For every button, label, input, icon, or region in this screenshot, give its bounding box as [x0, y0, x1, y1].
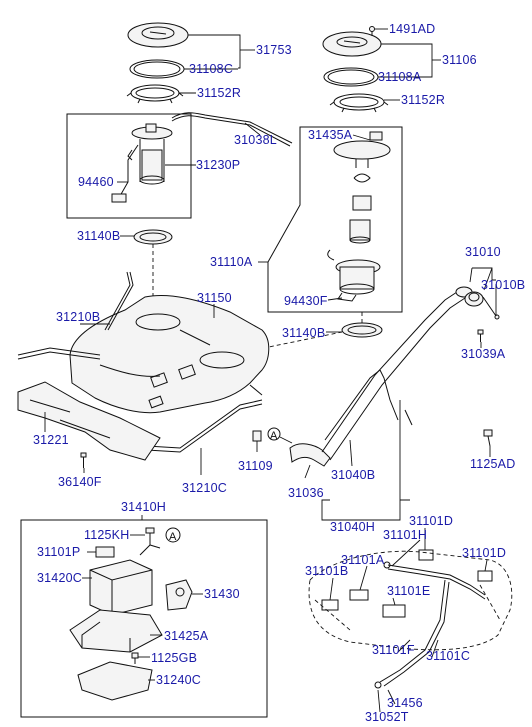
- screw-31039A: [477, 329, 484, 342]
- cover-31240C: [77, 661, 153, 701]
- label-31140B-left: 31140B: [77, 229, 120, 243]
- label-31410H: 31410H: [121, 500, 166, 514]
- tank-strap-31210C: [129, 399, 263, 449]
- label-31435A: 31435A: [308, 128, 353, 142]
- bracket-31425A: [69, 609, 163, 653]
- label-94430F: 94430F: [284, 294, 328, 308]
- lock-ring-left: [126, 84, 184, 104]
- label-94460: 94460: [78, 175, 114, 189]
- label-31101H: 31101H: [383, 528, 427, 542]
- label-31036: 31036: [288, 486, 324, 500]
- bolt-36140F: [80, 452, 87, 468]
- bolt-1125AD: [483, 429, 493, 447]
- label-31150: 31150: [197, 291, 232, 305]
- fuel-pump-module: [327, 131, 391, 302]
- label-plate-31101P: [95, 546, 115, 558]
- label-36140F: 36140F: [58, 475, 102, 489]
- label-1125KH: 1125KH: [84, 528, 129, 542]
- label-31108C: 31108C: [189, 62, 233, 76]
- label-31420C: 31420C: [37, 571, 82, 585]
- pad-ring-right: [341, 322, 383, 338]
- label-31040H: 31040H: [330, 520, 375, 534]
- fuel-sender-box: [66, 113, 192, 219]
- fuel-sender-assembly: [111, 123, 173, 203]
- label-31140B-right: 31140B: [282, 326, 325, 340]
- gasket-ring-left: [129, 59, 185, 79]
- label-31101E: 31101E: [387, 584, 430, 598]
- gasket-ring-right: [323, 67, 379, 87]
- fuel-tank-31150: [69, 294, 270, 414]
- fuel-pump-cover-left: [127, 22, 189, 48]
- label-31425A: 31425A: [164, 629, 209, 643]
- label-31221: 31221: [33, 433, 69, 447]
- label-31456: 31456: [387, 696, 423, 710]
- filler-cap-31010: [464, 291, 500, 320]
- label-31101B: 31101B: [305, 564, 348, 578]
- label-31010B: 31010B: [481, 278, 525, 292]
- label-31240C: 31240C: [156, 673, 201, 687]
- label-31038L: 31038L: [234, 133, 277, 147]
- label-31230P: 31230P: [196, 158, 240, 172]
- heat-shield-31221: [17, 381, 161, 461]
- tank-strap-31210B: [17, 347, 101, 356]
- label-1491AD: 1491AD: [389, 22, 435, 36]
- callout-a-canister: [165, 527, 181, 543]
- label-31430: 31430: [204, 587, 240, 601]
- label-1125AD: 1125AD: [470, 457, 515, 471]
- valve-31430: [165, 579, 193, 611]
- bolt-1125GB: [131, 652, 139, 664]
- label-31039A: 31039A: [461, 347, 506, 361]
- label-31109: 31109: [238, 459, 273, 473]
- label-31101D-right: 31101D: [462, 546, 506, 560]
- clip-31109: [252, 430, 262, 442]
- label-31010: 31010: [465, 245, 501, 259]
- label-31753: 31753: [256, 43, 292, 57]
- screw-1491AD: [369, 26, 375, 36]
- tank-outline-pipes: [308, 549, 513, 689]
- label-31106: 31106: [442, 53, 477, 67]
- canister-box: [20, 519, 268, 718]
- bolt-1125KH: [145, 527, 155, 545]
- label-31101F: 31101F: [372, 643, 415, 657]
- label-31210C: 31210C: [182, 481, 227, 495]
- label-31101C: 31101C: [426, 649, 470, 663]
- svg-text:A: A: [270, 430, 278, 442]
- label-1125GB: 1125GB: [151, 651, 197, 665]
- fuel-pump-module-box: [267, 126, 403, 313]
- label-31210B: 31210B: [56, 310, 100, 324]
- canister-31420C: [89, 544, 161, 616]
- label-31101P: 31101P: [37, 545, 80, 559]
- pad-ring-left: [133, 229, 173, 245]
- label-31152R-right: 31152R: [401, 93, 445, 107]
- label-31110A: 31110A: [210, 255, 253, 269]
- filler-neck-pipe: [321, 286, 473, 461]
- label-31108A: 31108A: [378, 70, 422, 84]
- callout-a-hose: [267, 427, 281, 441]
- label-31040B: 31040B: [331, 468, 375, 482]
- label-31101D-top: 31101D: [409, 514, 453, 528]
- svg-text:A: A: [169, 531, 177, 543]
- filler-hose-31036: [289, 443, 331, 467]
- label-31152R-left: 31152R: [197, 86, 241, 100]
- vapor-tube-31038L: [171, 112, 293, 144]
- lock-ring-right: [329, 93, 389, 113]
- label-31101A: 31101A: [341, 553, 385, 567]
- label-31052T: 31052T: [365, 710, 409, 724]
